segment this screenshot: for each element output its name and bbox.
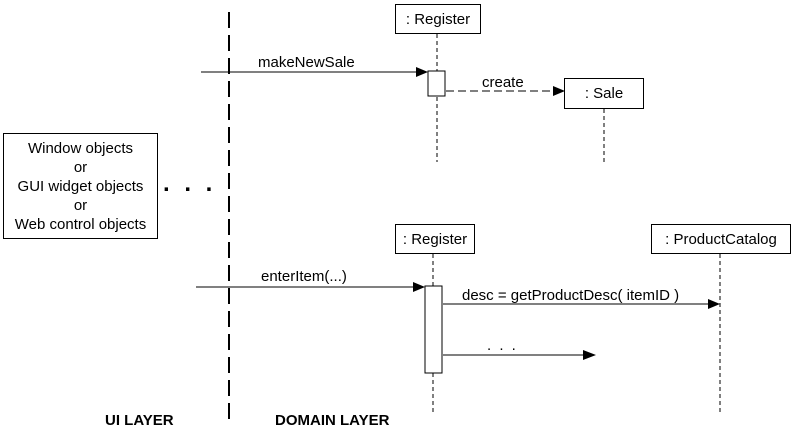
register-activation-bottom: [424, 285, 443, 374]
make-new-sale-label: makeNewSale: [258, 54, 355, 71]
make-new-sale-arrowhead: [416, 67, 428, 77]
ui-objects-box: Window objects or GUI widget objects or …: [3, 133, 158, 239]
sale-lifeline-head: : Sale: [564, 78, 644, 109]
more-messages-label: . . .: [487, 337, 518, 354]
create-arrowhead: [553, 86, 565, 96]
create-label: create: [482, 74, 524, 91]
product-catalog-lifeline-head: : ProductCatalog: [651, 224, 791, 254]
enter-item-label: enterItem(...): [261, 268, 347, 285]
ui-objects-line-1: Window objects: [27, 139, 134, 157]
get-desc-label: desc = getProductDesc( itemID ): [462, 287, 680, 304]
register-lifeline-head-top: : Register: [395, 4, 481, 34]
ui-objects-line-3: GUI widget objects: [17, 177, 144, 195]
enter-item-arrowhead: [413, 282, 425, 292]
get-desc-arrowhead: [708, 299, 720, 309]
ui-layer-label: UI LAYER: [105, 412, 174, 429]
ui-objects-line-5: Web control objects: [14, 215, 147, 233]
ellipsis-between-layers: . . .: [163, 170, 217, 197]
more-messages-arrowhead: [583, 350, 596, 360]
register-lifeline-head-bottom: : Register: [395, 224, 475, 254]
register-activation-top: [427, 70, 446, 97]
domain-layer-label: DOMAIN LAYER: [275, 412, 390, 429]
ui-objects-line-2: or: [73, 158, 88, 176]
ui-objects-line-4: or: [73, 196, 88, 214]
